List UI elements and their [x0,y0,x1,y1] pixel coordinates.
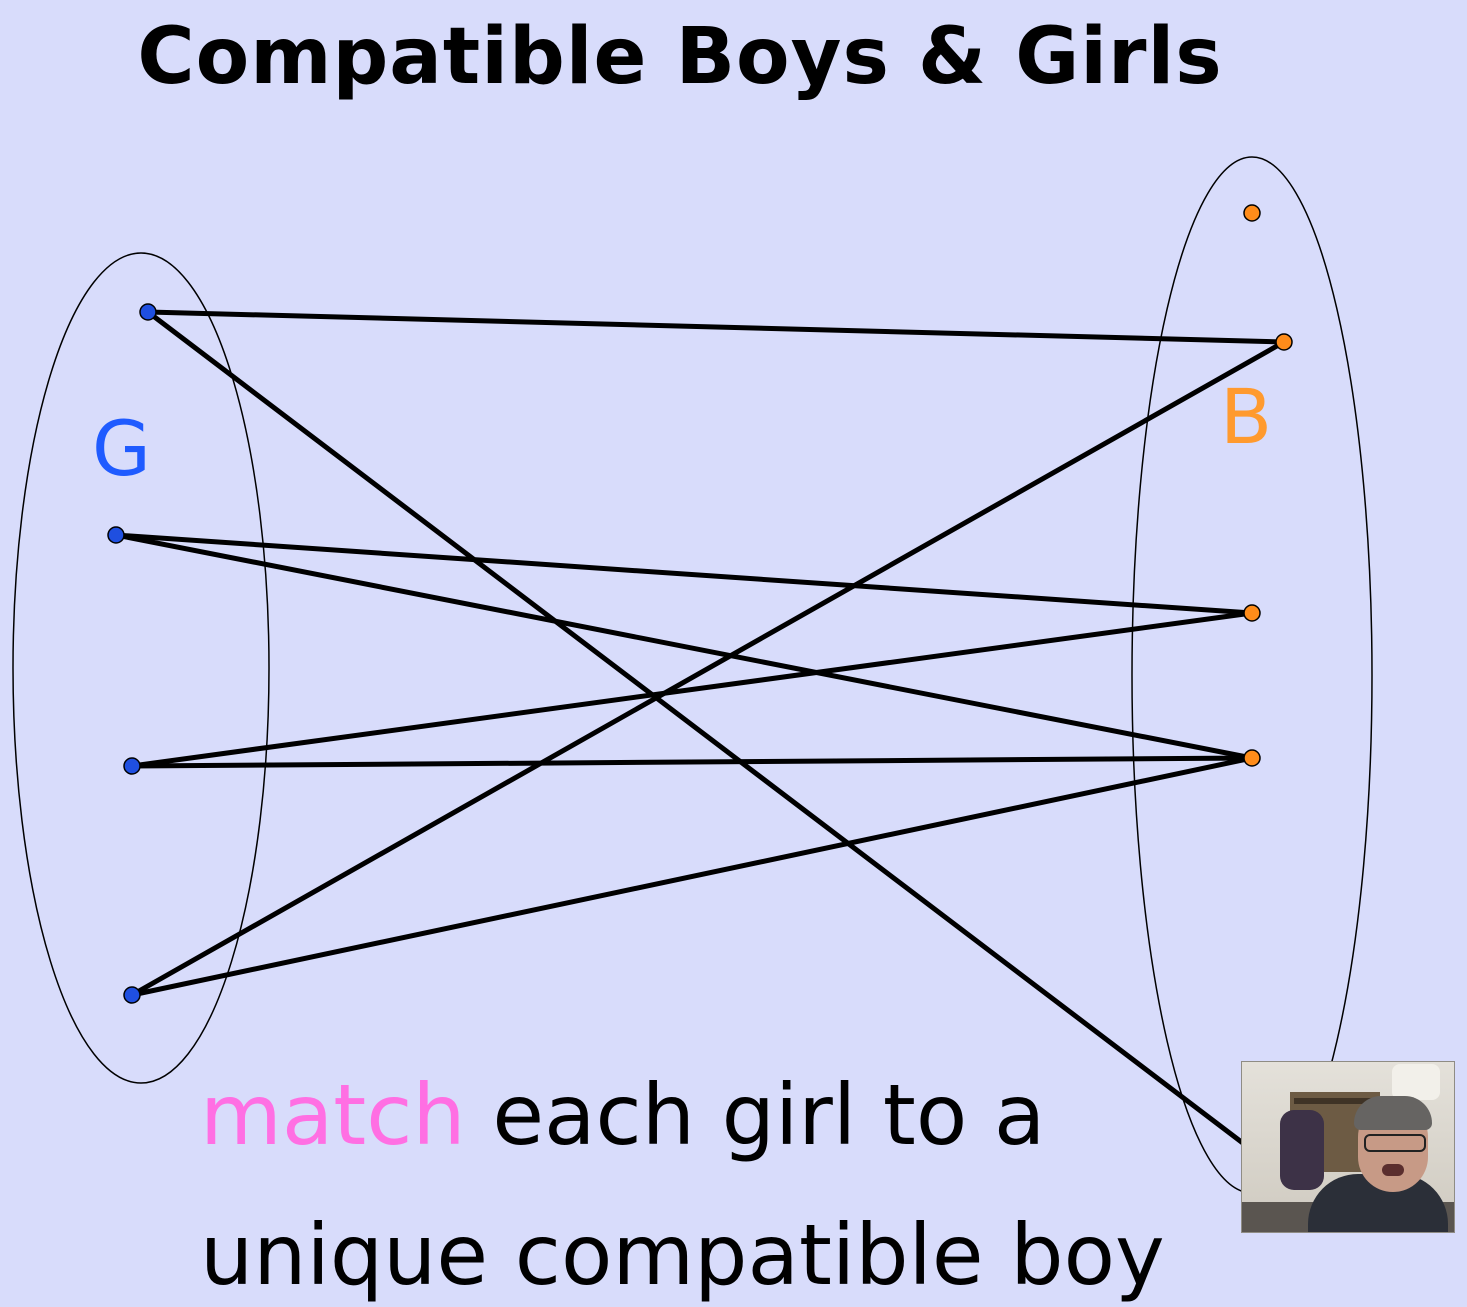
node-b3 [1243,604,1261,622]
node-b2 [1275,333,1293,351]
node-g2 [107,526,125,544]
edge-g3-b3 [129,610,1255,769]
caption-line-2: unique compatible boy [200,1206,1165,1304]
edge-g2-b4 [113,532,1255,761]
node-g3 [123,757,141,775]
caption-highlight: match [200,1066,466,1164]
presenter-webcam [1241,1061,1455,1233]
edge-g4-b4 [129,755,1255,998]
node-b4 [1243,749,1261,767]
node-g4 [123,986,141,1004]
node-g1 [139,303,157,321]
caption: match each girl to a unique compatible b… [200,1045,1165,1307]
edges-group [113,309,1287,1153]
girls-set-ellipse [12,252,270,1084]
nodes-group [107,204,1293,1159]
edge-g4-b2 [129,339,1287,998]
boys-set-label: B [1220,372,1272,461]
edge-g2-b3 [113,532,1255,616]
slide-title: Compatible Boys & Girls [137,12,1223,102]
edge-g3-b4 [129,755,1255,769]
girls-set-label: G [92,404,151,493]
edge-g1-b2 [145,309,1287,345]
edge-g1-b5 [145,309,1255,1153]
node-b1 [1243,204,1261,222]
caption-line-1-rest: each girl to a [465,1066,1046,1164]
caption-line-1: match each girl to a [200,1045,1165,1185]
boys-set-ellipse [1131,156,1373,1194]
